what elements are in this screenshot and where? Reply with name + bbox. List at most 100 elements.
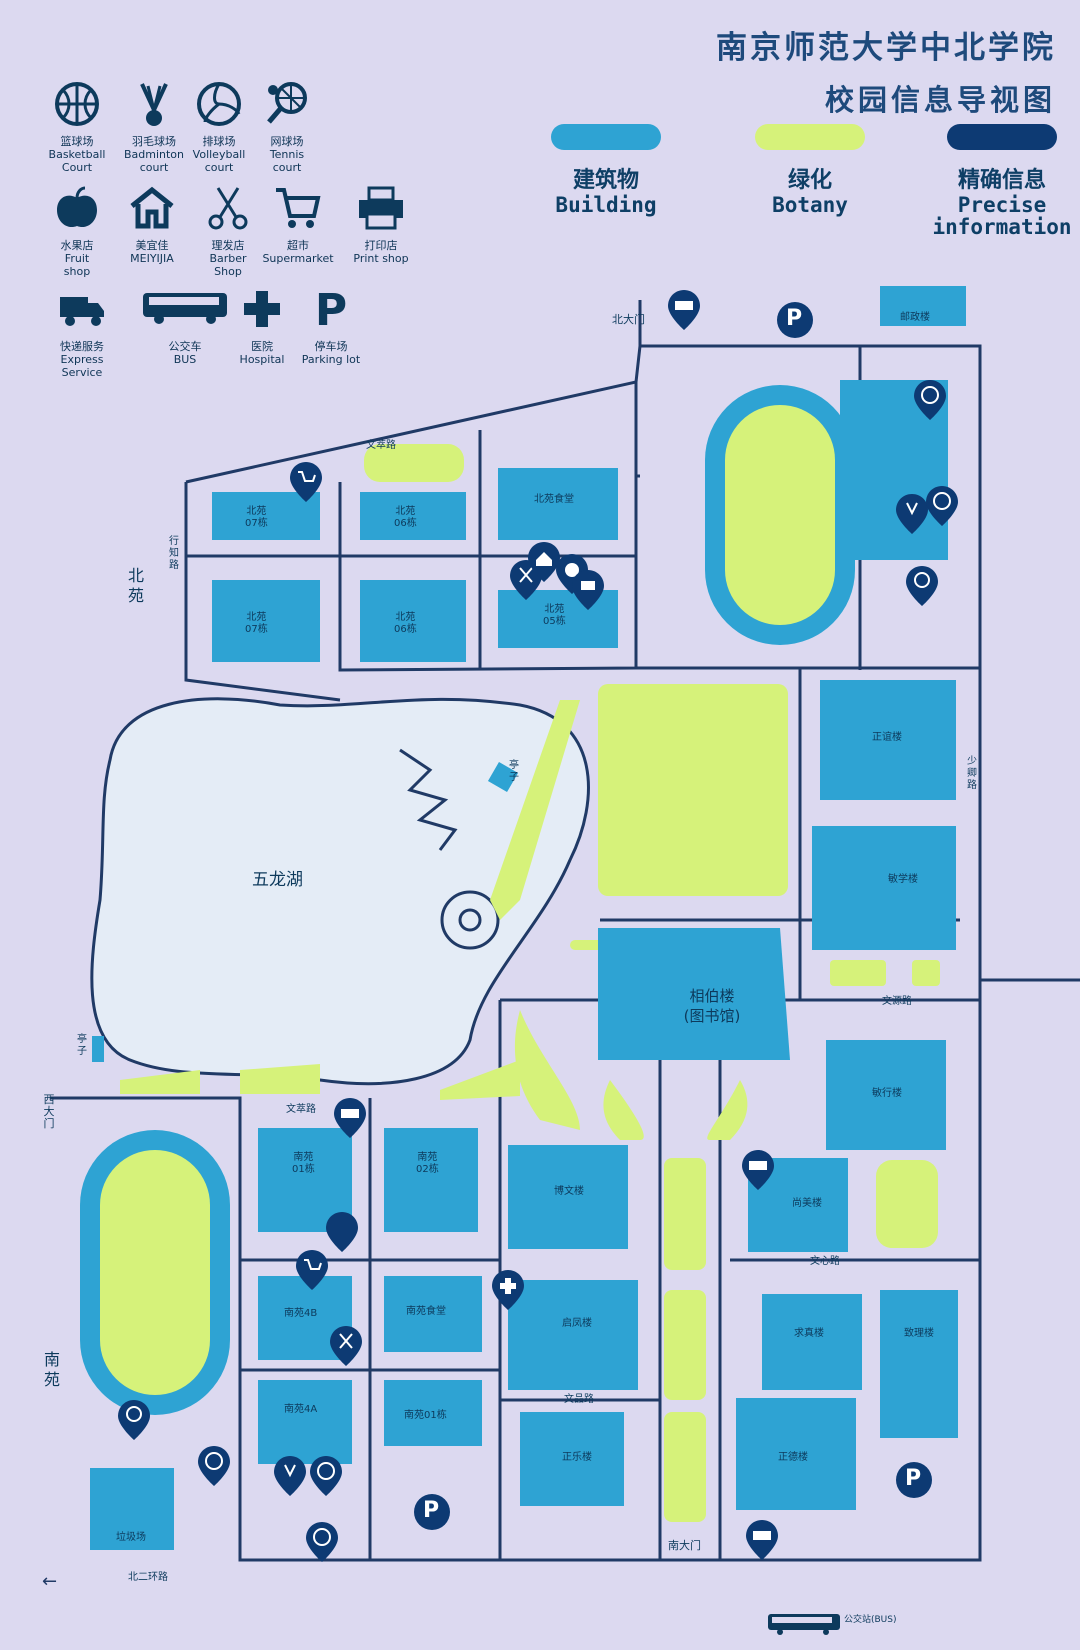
facility-badminton: 羽毛球场 Badminton court [112,80,196,174]
label-building-minxing: 敏行楼 [872,1088,902,1099]
volleyball-pin-south[interactable] [198,1446,230,1486]
facility-meiyijia: 美宜佳 MEIYIJIA [110,184,194,265]
facility-label-en: court [272,161,302,174]
meiyijia-pin[interactable] [528,542,560,582]
scissors-icon [208,187,248,230]
greenery [120,444,940,1522]
label-building-b07b: 北苑 07栋 [245,612,268,635]
legend-botany-cn: 绿化 [787,168,832,193]
basketball-pin[interactable] [914,380,946,420]
facility-label-en: Parking lot [301,353,361,366]
hospital-icon [244,291,280,327]
facility-label-cn: 美宜佳 [135,239,169,252]
label-south-area: 南苑 [44,1350,61,1389]
facility-parking: P 停车场 Parking lot [289,285,373,366]
facility-print: 打印店 Print shop [339,184,423,265]
label-lake: 五龙湖 [252,870,303,890]
legend-building-cn: 建筑物 [572,168,639,193]
tennis-icon [267,82,307,124]
legend-building: 建筑物 Building [541,124,671,216]
barber-pin-south[interactable] [330,1326,362,1366]
label-xingzhi-road: 行知路 [169,536,179,571]
facility-label-cn: 水果店 [60,239,94,252]
facility-hospital: 医院 Hospital [220,285,304,366]
label-garbage: 垃圾场 [116,1532,146,1543]
label-building-youzheng: 邮政楼 [900,312,930,323]
facility-label-cn: 超市 [287,239,309,252]
label-south-gate: 南大门 [668,1539,701,1552]
label-building-zhengyi: 正谊楼 [872,732,902,743]
facility-express: 快递服务 Express Service [40,285,124,379]
bus-stop-pin[interactable] [668,290,700,330]
legend-precise: 精确信息 Precise information [930,124,1074,238]
supermarket-pin-south[interactable] [296,1250,328,1290]
west-pavilion [92,1036,104,1062]
tennis-pin[interactable] [906,566,938,606]
label-building-zhengde: 正德楼 [778,1452,808,1463]
label-shaoqing-road: 少卿路 [967,756,977,791]
facility-label-en: Badminton [123,148,185,161]
legend-botany: 绿化 Botany [745,124,875,216]
hospital-pin[interactable] [492,1270,524,1310]
misc-pin[interactable] [326,1212,358,1252]
label-building-n01b: 南苑01栋 [404,1410,447,1421]
lake [90,697,590,1086]
bus-pin-south[interactable] [746,1520,778,1560]
cart-icon [276,188,321,228]
facility-label-cn: 快递服务 [60,340,104,353]
label-building-zhili: 致理楼 [904,1328,934,1339]
legend-precise-en: Precise information [932,193,1072,239]
facility-fruit: 水果店 Fruit shop [35,184,119,278]
facility-label-en: Volleyball [192,148,246,161]
label-building-qiuzhen: 求真楼 [794,1328,824,1339]
volleyball-icon [197,82,241,126]
facility-basketball: 篮球场 Basketball Court [35,80,119,174]
bus-pin-east[interactable] [742,1150,774,1190]
label-building-n01: 南苑 01栋 [292,1152,315,1175]
title-line-2: 校园信息导视图 [824,83,1056,117]
pavilion-marker [487,761,519,793]
facility-supermarket: 超市 Supermarket [256,184,340,265]
label-building-minxue: 敏学楼 [888,874,918,885]
legend-building-swatch [551,124,661,150]
label-building-n4a: 南苑4A [284,1404,318,1415]
basketball-pin-south[interactable] [306,1522,338,1562]
legend-botany-swatch [755,124,865,150]
south-field [80,1130,230,1415]
badminton-icon [140,83,168,126]
label-wencui-road: 文萃路 [366,440,396,451]
label-building-b06a: 北苑 06栋 [394,506,417,529]
facility-label-cn: 篮球场 [60,135,94,148]
meiyijia-icon [130,186,174,229]
label-building-bowen: 博文楼 [554,1186,584,1197]
facility-bus: 公交车 BUS [140,285,230,366]
label-west-gate: 西大门 [43,1093,55,1130]
printer-icon [359,186,403,230]
volleyball-pin[interactable] [926,486,958,526]
legend-botany-en: Botany [772,193,848,217]
label-building-b05: 北苑 05栋 [543,604,566,627]
facility-label-en: MEIYIJIA [130,252,174,265]
facility-tennis: 网球场 Tennis court [245,80,329,174]
label-pavilion: 亭子 [509,760,519,783]
tennis-pin-south[interactable] [118,1400,150,1440]
facility-label-en: Hospital [239,353,285,366]
badminton-pin[interactable] [896,494,928,534]
library-note: (图书馆) [683,1007,741,1025]
parking-p-south: P [423,1498,440,1523]
parking-p-east: P [905,1466,922,1491]
bus-icon [143,293,227,324]
supermarket-pin-north[interactable] [290,462,322,502]
volleyball-pin-south-2[interactable] [310,1456,342,1496]
map-title: 南京师范大学中北学院 校园信息导视图 [716,22,1056,119]
title-line-1: 南京师范大学中北学院 [716,30,1056,66]
parking-p-north: P [786,306,803,331]
roundabout-center [458,908,482,932]
roads [50,300,1080,1562]
badminton-pin-south[interactable] [274,1456,306,1496]
print-pin[interactable] [572,570,604,610]
express-pin[interactable] [334,1098,366,1138]
label-north-gate: 北大门 [612,313,645,326]
label-beierhuan-road: 北二环路 [128,1572,168,1583]
